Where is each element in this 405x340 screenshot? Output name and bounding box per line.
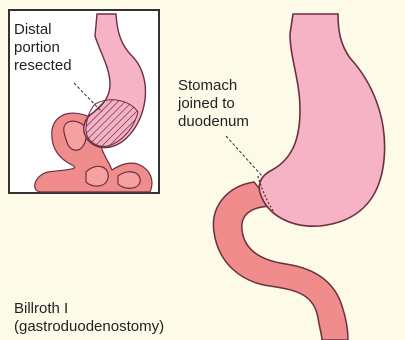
main-leader-line <box>226 136 262 176</box>
inset-label: Distal portion resected <box>14 21 72 75</box>
stomach <box>259 14 384 226</box>
main-label: Stomach joined to duodenum <box>178 77 249 131</box>
procedure-caption: Billroth I (gastroduodenostomy) <box>14 300 164 336</box>
